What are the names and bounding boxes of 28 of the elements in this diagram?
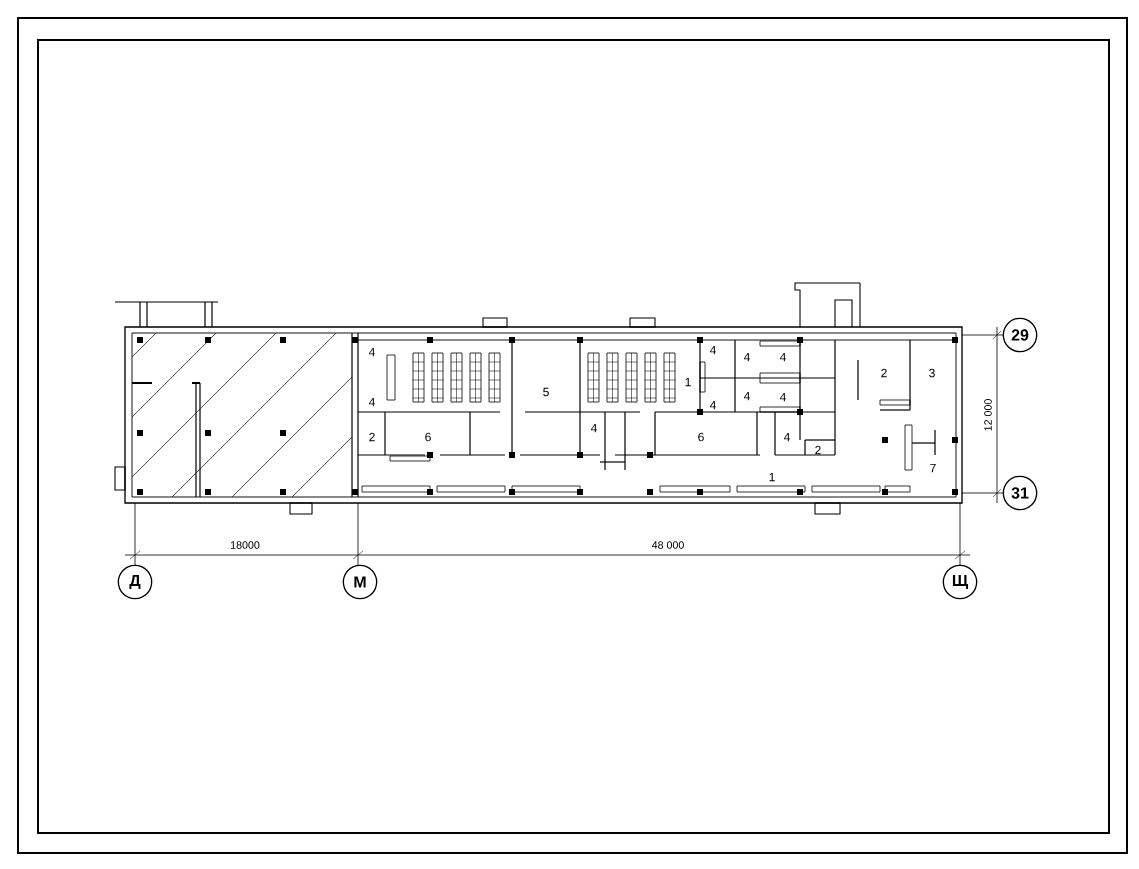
- room-number: 1: [685, 377, 691, 387]
- axis-bubble: Д: [117, 564, 153, 600]
- room-number: 5: [543, 387, 549, 397]
- dimension-text: 48 000: [651, 541, 684, 549]
- room-number: 2: [369, 432, 375, 442]
- room-number: 4: [368, 397, 375, 407]
- room-number: 4: [590, 423, 597, 433]
- room-number: 4: [709, 345, 716, 355]
- room-number: 1: [769, 472, 775, 482]
- room-number: 4: [779, 352, 786, 362]
- axis-bubble: Щ: [942, 564, 978, 600]
- room-number: 4: [368, 347, 375, 357]
- room-number: 2: [815, 445, 821, 455]
- room-number: 7: [930, 463, 936, 473]
- axis-bubble: М: [342, 564, 378, 600]
- room-number: 3: [929, 368, 935, 378]
- room-number: 4: [783, 432, 790, 442]
- dimension-text: 12 000: [984, 399, 992, 431]
- room-number: 4: [709, 400, 716, 410]
- room-number: 4: [743, 352, 750, 362]
- room-number: 6: [425, 432, 431, 442]
- room-number: 2: [881, 368, 887, 378]
- room-number: 6: [698, 432, 704, 442]
- axis-bubble: 31: [1002, 475, 1038, 511]
- axis-bubble: 29: [1002, 317, 1038, 353]
- room-number: 4: [743, 391, 750, 401]
- dimension-text: 18000: [231, 541, 260, 549]
- room-number: 4: [779, 392, 786, 402]
